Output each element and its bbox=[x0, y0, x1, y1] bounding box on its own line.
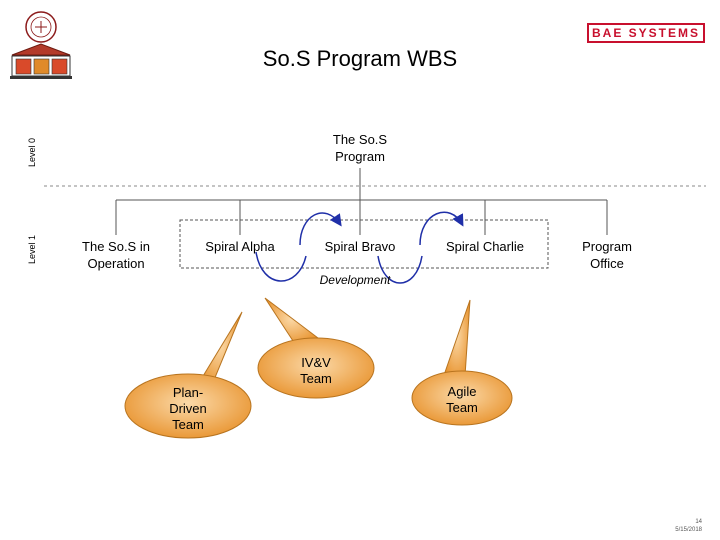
development-group-box bbox=[179, 219, 549, 269]
spiral-flow-arrows bbox=[255, 211, 464, 284]
brand-text: BAE SYSTEMS bbox=[591, 26, 700, 40]
page-title: So.S Program WBS bbox=[262, 46, 458, 71]
agile-team-bubble bbox=[411, 299, 513, 426]
node-spiral-charlie: Spiral Charlie bbox=[445, 239, 525, 254]
slide-date: 5/15/2018 bbox=[675, 527, 702, 533]
plan-driven-team-bubble bbox=[124, 311, 252, 439]
root-node: The So.S Program bbox=[332, 132, 388, 164]
node-spiral-bravo: Spiral Bravo bbox=[324, 239, 396, 254]
cse-logo-icon bbox=[10, 43, 72, 79]
slide-footer: 14 5/15/2018 bbox=[675, 518, 702, 534]
page-number: 14 bbox=[695, 519, 702, 525]
tree-connectors bbox=[115, 168, 608, 235]
development-label: Development bbox=[319, 273, 391, 287]
node-sos-in-operation: The So.S in Operation bbox=[82, 239, 150, 271]
ivv-team-bubble bbox=[257, 297, 375, 399]
node-spiral-alpha: Spiral Alpha bbox=[205, 239, 275, 254]
agile-team-label: Agile Team bbox=[446, 384, 478, 415]
node-program-office: Program Office bbox=[582, 239, 632, 271]
level-1-label: Level 1 bbox=[27, 234, 37, 264]
plan-driven-team-label: Plan- Driven Team bbox=[169, 385, 207, 432]
university-seal-icon bbox=[25, 11, 57, 43]
level-0-label: Level 0 bbox=[27, 137, 37, 167]
bae-systems-logo: BAE SYSTEMS bbox=[587, 23, 705, 43]
ivv-team-label: IV&V Team bbox=[300, 355, 332, 386]
